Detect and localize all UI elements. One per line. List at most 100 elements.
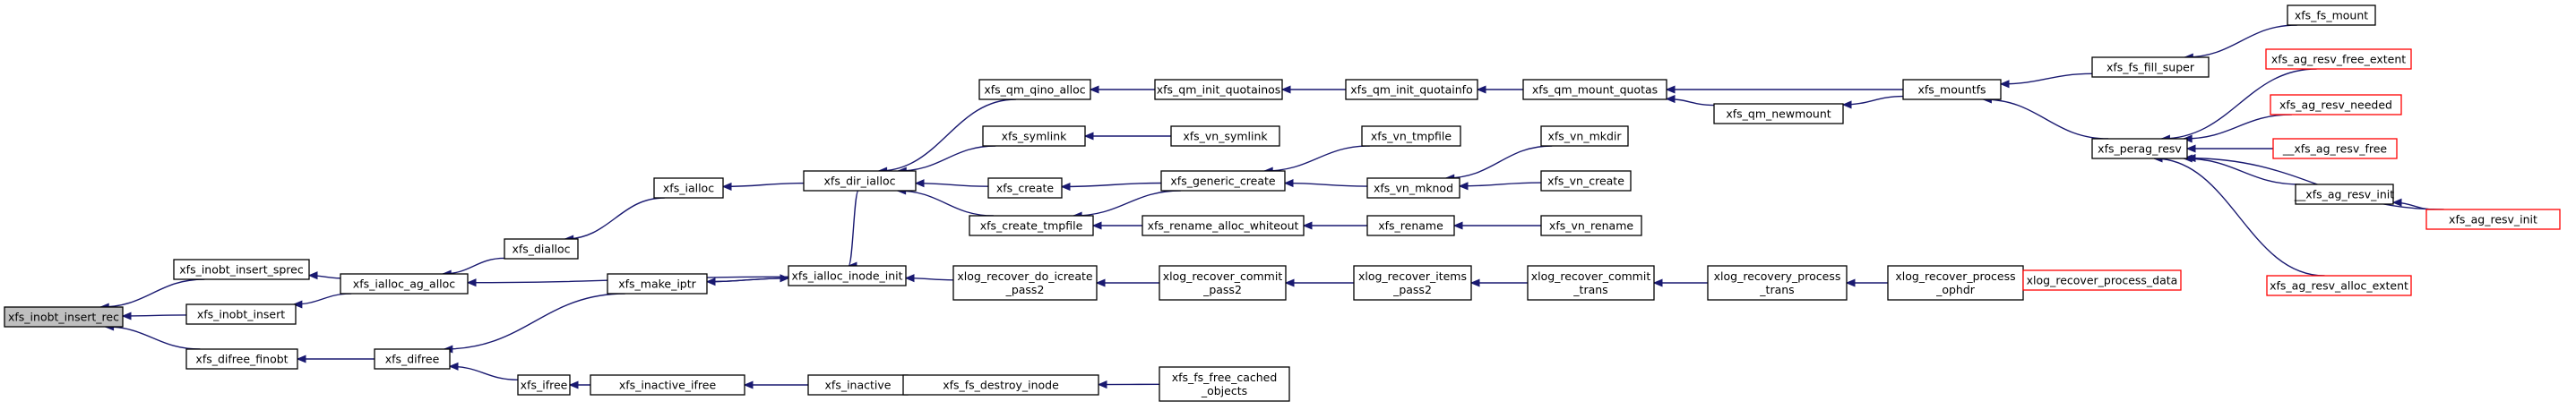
node-box[interactable] [1170, 125, 1280, 147]
node-box[interactable] [2287, 4, 2376, 26]
node-xfs-vn-create[interactable]: xfs_vn_create [1540, 170, 1632, 192]
node-box[interactable] [1160, 170, 1286, 192]
node-xfs-vn-mkdir[interactable]: xfs_vn_mkdir [1540, 125, 1629, 147]
node-box[interactable] [1540, 125, 1629, 147]
node-box[interactable] [374, 348, 451, 370]
node-box[interactable] [1522, 79, 1667, 100]
node-box[interactable] [1540, 215, 1642, 236]
node-xlog-recover-items-pass2[interactable]: xlog_recover_items_pass2 [1353, 265, 1472, 301]
node-box[interactable] [173, 259, 310, 280]
node-xfs-qm-newmount[interactable]: xfs_qm_newmount [1713, 103, 1844, 124]
node-box[interactable] [1902, 79, 2002, 100]
node-box[interactable] [2272, 138, 2398, 159]
node-box[interactable] [803, 170, 917, 192]
node-xfs-dir-ialloc[interactable]: xfs_dir_ialloc [803, 170, 917, 192]
node-xfs-create-tmpfile[interactable]: xfs_create_tmpfile [969, 215, 1094, 236]
node-box[interactable] [2022, 269, 2182, 291]
node-xfs-ialloc[interactable]: xfs_ialloc [653, 177, 724, 199]
node-xfs-ialloc-ag-alloc[interactable]: xfs_ialloc_ag_alloc [340, 273, 469, 295]
node-box[interactable] [788, 265, 907, 286]
node-box[interactable] [1540, 170, 1632, 192]
node-xfs-inobt-insert-sprec[interactable]: xfs_inobt_insert_sprec [173, 259, 310, 280]
node-box[interactable] [987, 177, 1063, 199]
node-xlog-recover-do-icreate-pass2[interactable]: xlog_recover_do_icreate_pass2 [952, 265, 1098, 301]
arrowhead-n17-to-n12 [914, 179, 925, 188]
node-xfs-vn-mknod[interactable]: xfs_vn_mknod [1366, 177, 1460, 199]
node-xfs-qm-init-quotainos[interactable]: xfs_qm_init_quotainos [1154, 79, 1283, 100]
node-box[interactable] [952, 265, 1098, 301]
node-box[interactable] [1159, 366, 1290, 402]
node-xfs-qm-qino-alloc[interactable]: xfs_qm_qino_alloc [978, 79, 1091, 100]
node-xfs-rename[interactable]: xfs_rename [1366, 215, 1455, 236]
node-xfs-fs-free-cached-objects[interactable]: xfs_fs_free_cached_objects [1159, 366, 1290, 402]
node-xfs-rename-alloc-whiteout[interactable]: xfs_rename_alloc_whiteout [1142, 215, 1305, 236]
node-xfs-vn-tmpfile[interactable]: xfs_vn_tmpfile [1361, 125, 1461, 147]
node-box[interactable] [2091, 56, 2210, 78]
node-box[interactable] [1707, 265, 1848, 301]
node-xfs-difree-finobt[interactable]: xfs_difree_finobt [185, 348, 298, 370]
node-xlog-recover-process-ophdr[interactable]: xlog_recover_process_ophdr [1887, 265, 2024, 301]
node-xfs-inobt-insert-rec[interactable]: xfs_inobt_insert_rec [4, 306, 124, 328]
node-box[interactable] [340, 273, 469, 295]
node-xfs-dialloc[interactable]: xfs_dialloc [504, 238, 579, 260]
node-xfs-make-iptr[interactable]: xfs_make_iptr [607, 273, 708, 295]
node-box[interactable] [504, 238, 579, 260]
node-xfs-ag-resv-free-extent[interactable]: xfs_ag_resv_free_extent [2265, 48, 2412, 70]
node-box[interactable] [2266, 275, 2412, 296]
node-xfs-ialloc-inode-init[interactable]: xfs_ialloc_inode_init [788, 265, 907, 286]
node-box[interactable] [185, 303, 297, 325]
node-xfs-ag-resv-alloc-extent[interactable]: xfs_ag_resv_alloc_extent [2266, 275, 2412, 296]
node-xfs-fs-destroy-inode[interactable]: xfs_fs_destroy_inode [902, 374, 1099, 396]
node-xfs-vn-rename[interactable]: xfs_vn_rename [1540, 215, 1642, 236]
node-box[interactable] [2295, 184, 2394, 205]
node-xfs-vn-symlink[interactable]: xfs_vn_symlink [1170, 125, 1280, 147]
node-box[interactable] [1366, 215, 1455, 236]
node-box[interactable] [902, 374, 1099, 396]
node-xfs-fs-fill-super[interactable]: xfs_fs_fill_super [2091, 56, 2210, 78]
node-box[interactable] [1887, 265, 2024, 301]
node-box[interactable] [607, 273, 708, 295]
node-box[interactable] [590, 374, 745, 396]
node-xfs-ifree[interactable]: xfs_ifree [517, 374, 571, 396]
node-box[interactable] [185, 348, 298, 370]
node-box[interactable] [1142, 215, 1305, 236]
node-box[interactable] [2265, 48, 2412, 70]
node-xfs-mountfs[interactable]: xfs_mountfs [1902, 79, 2002, 100]
node-xfs-inactive[interactable]: xfs_inactive [807, 374, 909, 396]
node---xfs-ag-resv-init[interactable]: __xfs_ag_resv_init [2294, 184, 2394, 205]
node-xfs-create[interactable]: xfs_create [987, 177, 1063, 199]
node-box[interactable] [978, 79, 1091, 100]
node-box[interactable] [2091, 138, 2188, 159]
node-xfs-symlink[interactable]: xfs_symlink [982, 125, 1086, 147]
node-xfs-difree[interactable]: xfs_difree [374, 348, 451, 370]
node-xfs-generic-create[interactable]: xfs_generic_create [1160, 170, 1286, 192]
node-xfs-inobt-insert[interactable]: xfs_inobt_insert [185, 303, 297, 325]
node-xfs-ag-resv-needed[interactable]: xfs_ag_resv_needed [2270, 94, 2402, 115]
node-xlog-recover-commit-trans[interactable]: xlog_recover_commit_trans [1527, 265, 1655, 301]
node-box[interactable] [653, 177, 724, 199]
node-box[interactable] [982, 125, 1086, 147]
node-xlog-recover-commit-pass2[interactable]: xlog_recover_commit_pass2 [1159, 265, 1287, 301]
node---xfs-ag-resv-free[interactable]: __xfs_ag_resv_free [2272, 138, 2398, 159]
node-box[interactable] [2425, 209, 2561, 230]
node-box[interactable] [969, 215, 1094, 236]
node-box[interactable] [4, 306, 124, 328]
node-xlog-recovery-process-trans[interactable]: xlog_recovery_process_trans [1707, 265, 1848, 301]
node-box[interactable] [1366, 177, 1460, 199]
node-xlog-recover-process-data[interactable]: xlog_recover_process_data [2022, 269, 2182, 291]
node-xfs-perag-resv[interactable]: xfs_perag_resv [2091, 138, 2188, 159]
node-box[interactable] [2270, 94, 2402, 115]
node-box[interactable] [1713, 103, 1844, 124]
node-box[interactable] [517, 374, 571, 396]
node-xfs-qm-init-quotainfo[interactable]: xfs_qm_init_quotainfo [1345, 79, 1478, 100]
node-xfs-qm-mount-quotas[interactable]: xfs_qm_mount_quotas [1522, 79, 1667, 100]
node-box[interactable] [1353, 265, 1472, 301]
node-xfs-fs-mount[interactable]: xfs_fs_mount [2287, 4, 2376, 26]
node-box[interactable] [1527, 265, 1655, 301]
node-box[interactable] [1154, 79, 1283, 100]
node-xfs-ag-resv-init[interactable]: xfs_ag_resv_init [2425, 209, 2561, 230]
node-box[interactable] [1361, 125, 1461, 147]
node-box[interactable] [1159, 265, 1287, 301]
node-box[interactable] [1345, 79, 1478, 100]
node-xfs-inactive-ifree[interactable]: xfs_inactive_ifree [590, 374, 745, 396]
